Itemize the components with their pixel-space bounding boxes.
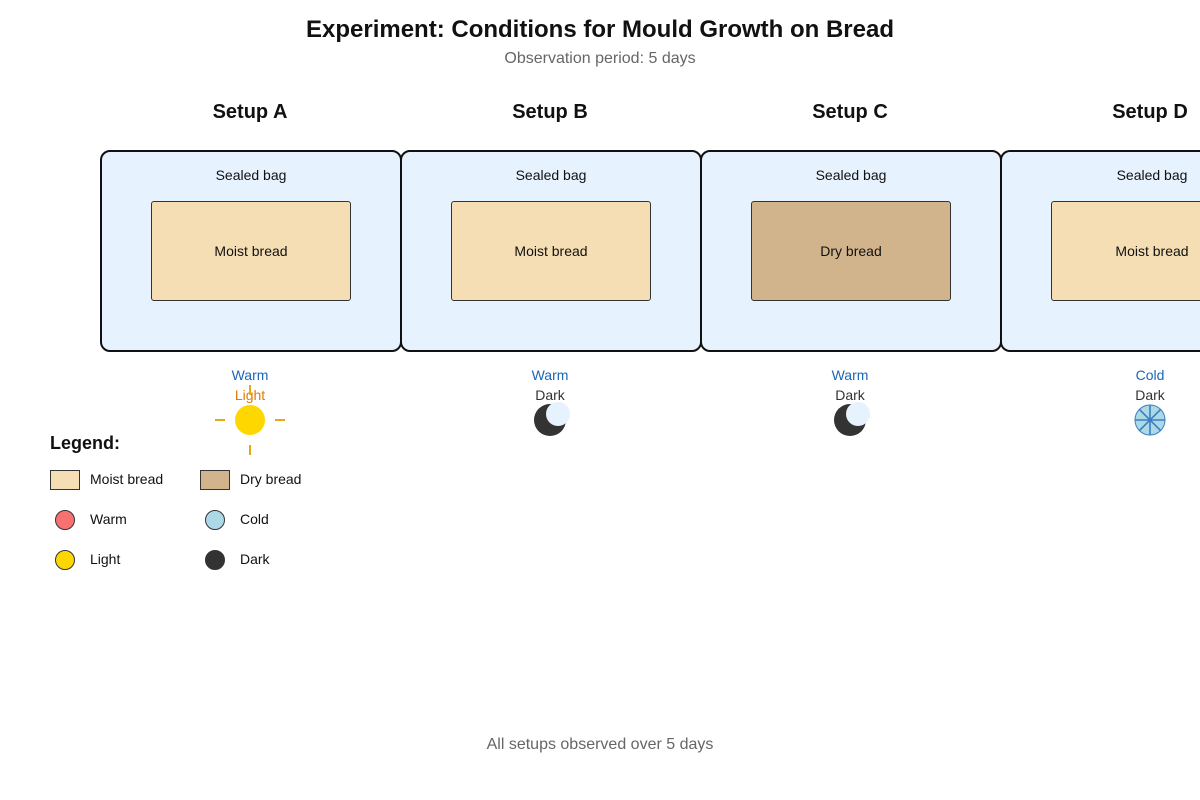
legend-label-warm: Warm xyxy=(90,511,127,527)
setup-b-light: Dark xyxy=(535,387,565,403)
legend-label-dry-bread: Dry bread xyxy=(240,471,302,487)
setup-b-temperature: Warm xyxy=(531,367,569,383)
setup-b-bag-label: Sealed bag xyxy=(515,167,587,183)
setup-a-bread-label: Moist bread xyxy=(214,243,288,259)
setup-d-bread: Moist bread xyxy=(1051,201,1200,301)
setup-b-bag: Sealed bag Moist bread xyxy=(400,150,702,352)
sun-icon xyxy=(215,385,285,455)
footer-note: All setups observed over 5 days xyxy=(486,736,714,753)
setup-c-bag: Sealed bag Dry bread xyxy=(700,150,1002,352)
moon-icon xyxy=(534,402,570,436)
legend-title: Legend: xyxy=(50,433,120,453)
setup-d-bag: Sealed bag Moist bread xyxy=(1000,150,1200,352)
setup-a-bag: Sealed bag Moist bread xyxy=(100,150,402,352)
legend-swatch-warm xyxy=(55,510,75,530)
setup-b-title: Setup B xyxy=(512,101,588,123)
diagram-title: Experiment: Conditions for Mould Growth … xyxy=(306,16,894,43)
snowflake-icon xyxy=(1134,404,1166,436)
setup-a-bag-label: Sealed bag xyxy=(215,167,287,183)
setup-a-bread: Moist bread xyxy=(151,201,351,301)
setup-b-bread: Moist bread xyxy=(451,201,651,301)
setup-d-temperature: Cold xyxy=(1135,367,1165,383)
setup-c-bread-label: Dry bread xyxy=(820,243,882,259)
setup-d-bag-label: Sealed bag xyxy=(1116,167,1188,183)
setup-a-title: Setup A xyxy=(212,101,288,123)
legend-swatch-cold xyxy=(205,510,225,530)
setup-c-light: Dark xyxy=(835,387,865,403)
setup-b-bread-label: Moist bread xyxy=(514,243,588,259)
moon-icon xyxy=(834,402,870,436)
diagram-subtitle: Observation period: 5 days xyxy=(504,50,696,67)
setup-c-bag-label: Sealed bag xyxy=(815,167,887,183)
setup-c-temperature: Warm xyxy=(831,367,869,383)
setup-d-title: Setup D xyxy=(1112,101,1188,123)
setup-c-title: Setup C xyxy=(812,101,888,123)
legend-label-dark: Dark xyxy=(240,551,270,567)
legend-swatch-dry-bread xyxy=(200,470,230,490)
legend-label-moist-bread: Moist bread xyxy=(90,471,164,487)
legend-label-cold: Cold xyxy=(240,511,269,527)
legend-swatch-light xyxy=(55,550,75,570)
legend-label-light: Light xyxy=(90,551,121,567)
setup-c-bread: Dry bread xyxy=(751,201,951,301)
setup-d-light: Dark xyxy=(1135,387,1165,403)
setup-a-temperature: Warm xyxy=(231,367,269,383)
legend-swatch-moist-bread xyxy=(50,470,80,490)
legend-swatch-dark xyxy=(205,550,225,570)
setup-d-bread-label: Moist bread xyxy=(1115,243,1189,259)
